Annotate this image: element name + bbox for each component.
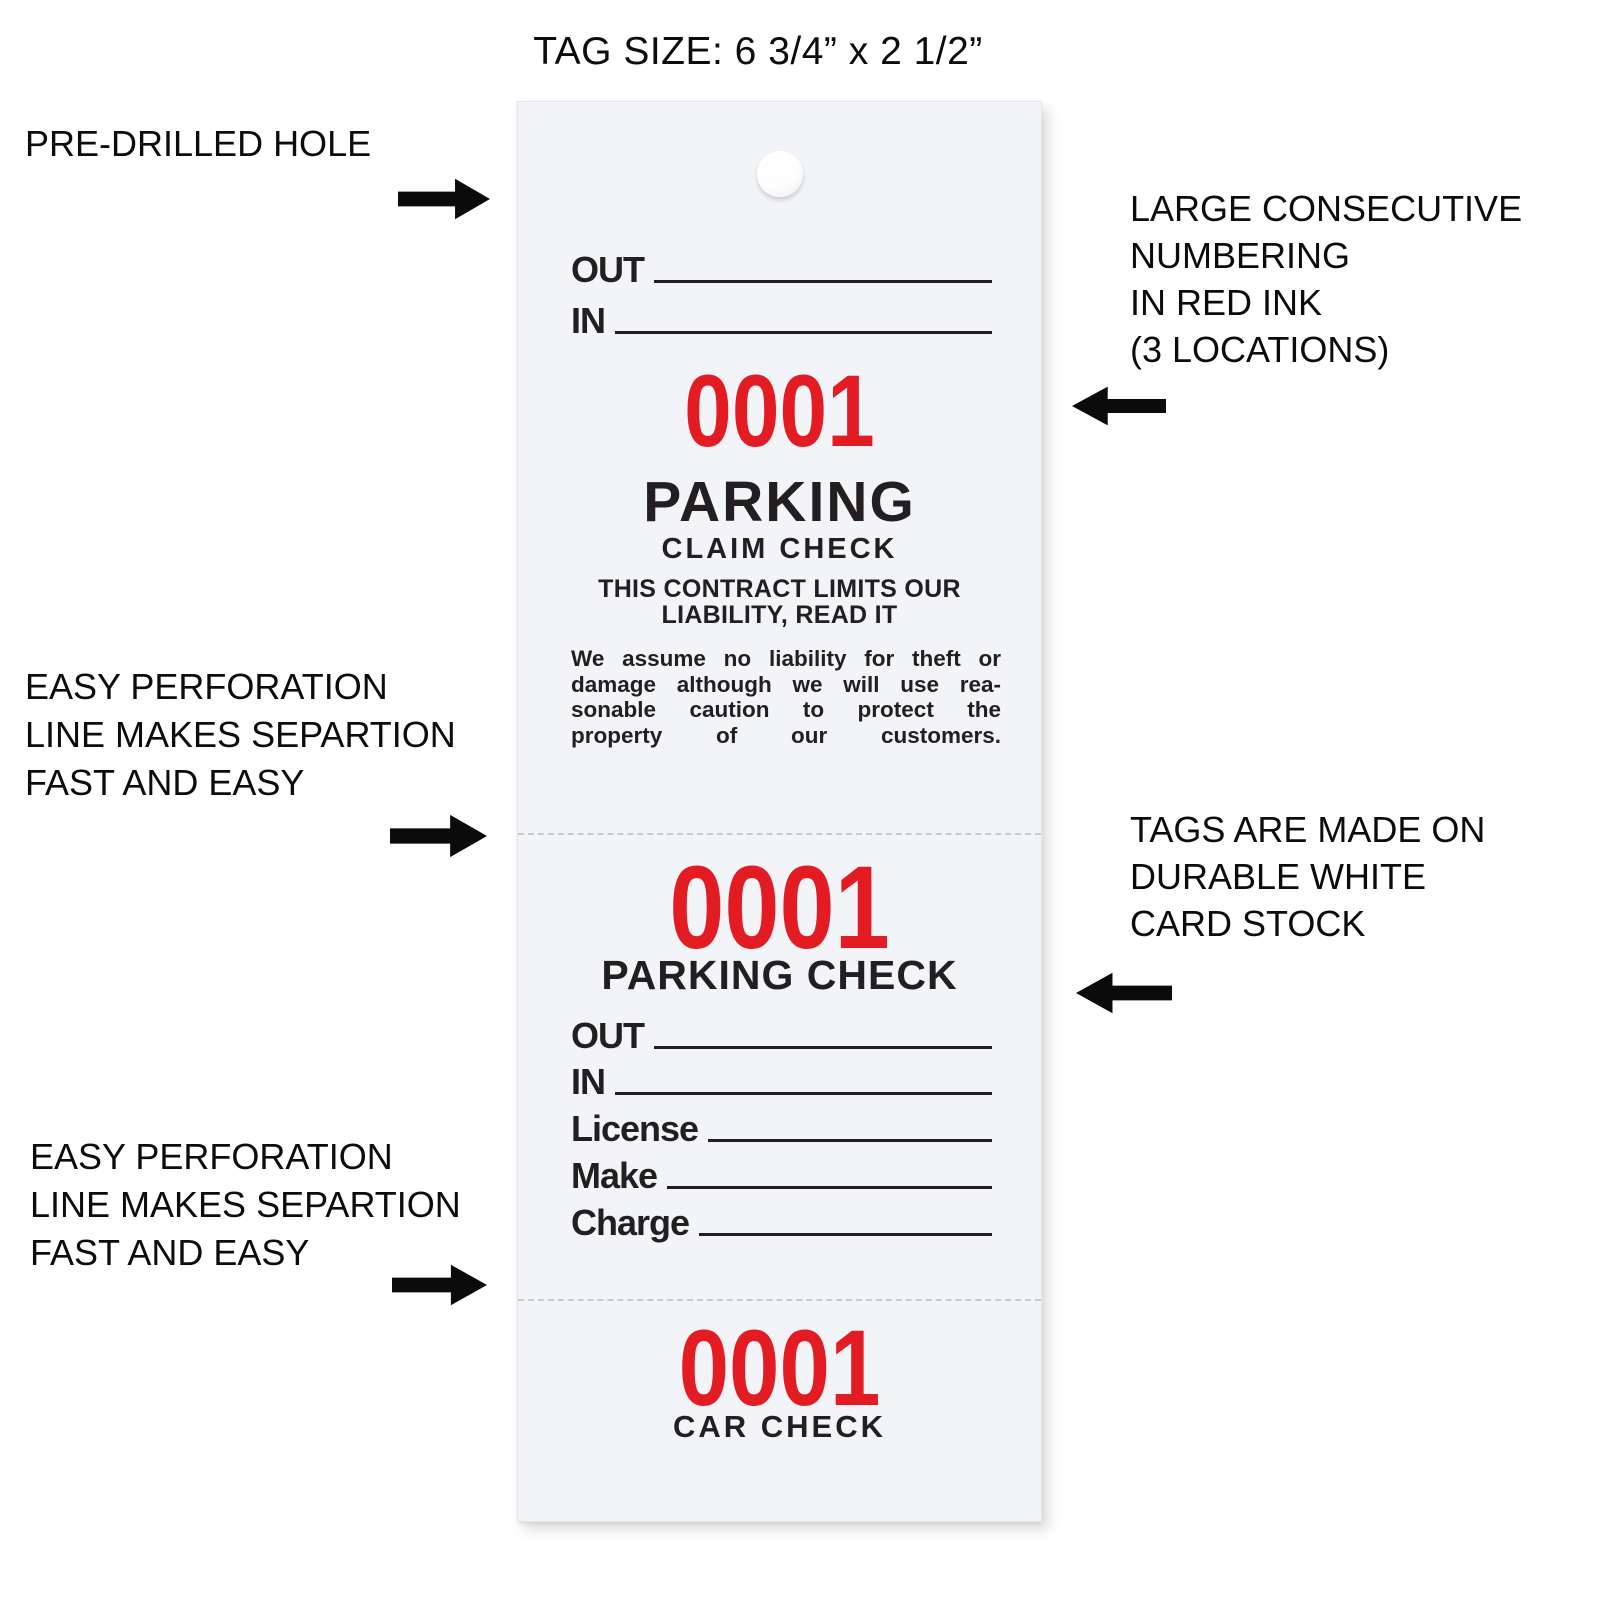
ticket-number: 0001: [684, 354, 875, 468]
callout-line: PRE-DRILLED HOLE: [25, 123, 372, 164]
callout-line: FAST AND EASY: [25, 762, 305, 803]
field-label-out: OUT: [571, 249, 645, 290]
write-in-line: [708, 1139, 992, 1142]
field-row-license: License: [571, 1108, 992, 1149]
field-label-in: IN: [571, 1061, 606, 1102]
field-label-charge: Charge: [571, 1202, 690, 1243]
arrow-left-icon: [1076, 970, 1172, 1016]
field-row-in: IN: [571, 300, 992, 341]
write-in-line: [654, 280, 992, 283]
callout-line: IN RED INK: [1130, 282, 1323, 323]
ticket-number: 0001: [669, 842, 890, 974]
field-row-make: Make: [571, 1155, 992, 1196]
page-title: TAG SIZE: 6 3/4” x 2 1/2”: [533, 30, 983, 73]
arrow-right-icon: [390, 814, 487, 858]
write-in-line: [615, 1092, 992, 1095]
paragraph-line: property of our customers.: [571, 722, 1001, 748]
liability-paragraph: We assume no liability for theft or dama…: [571, 646, 1001, 748]
ticket-number: 0001: [678, 1307, 881, 1428]
paragraph-line: We assume no liability for theft or: [571, 646, 1001, 671]
pre-drilled-hole: [756, 151, 803, 197]
field-row-in: IN: [571, 1061, 992, 1102]
paragraph-line: damage although we will use rea-: [571, 671, 1001, 697]
field-row-out: OUT: [571, 249, 992, 290]
write-in-line: [654, 1046, 992, 1049]
perforation-line: [518, 833, 1041, 835]
field-label-license: License: [571, 1108, 699, 1149]
callout-line: DURABLE WHITE: [1130, 856, 1427, 897]
write-in-line: [699, 1233, 992, 1236]
write-in-line: [615, 331, 992, 334]
stub-title-parking: PARKING: [643, 470, 916, 534]
perforation-line: [518, 1299, 1041, 1301]
callout-line: (3 LOCATIONS): [1130, 329, 1390, 370]
callout-pre-drilled-hole: PRE-DRILLED HOLE: [25, 120, 371, 167]
notice-line: THIS CONTRACT LIMITS OUR: [598, 575, 961, 603]
callout-perforation-top: EASY PERFORATION LINE MAKES SEPARTION FA…: [25, 663, 456, 807]
callout-line: CARD STOCK: [1130, 903, 1366, 944]
callout-line: LINE MAKES SEPARTION: [30, 1184, 461, 1225]
paragraph-line: sonable caution to protect the: [571, 697, 1001, 722]
arrow-left-icon: [1072, 384, 1166, 428]
field-row-out: OUT: [571, 1015, 992, 1056]
callout-line: NUMBERING: [1130, 235, 1351, 276]
callout-line: LARGE CONSECUTIVE: [1130, 188, 1523, 229]
callout-line: TAGS ARE MADE ON: [1130, 809, 1486, 850]
stub-subtitle-claim-check: CLAIM CHECK: [661, 533, 898, 565]
liability-notice: THIS CONTRACT LIMITS OUR LIABILITY, READ…: [518, 576, 1041, 628]
write-in-line: [667, 1186, 992, 1189]
callout-line: FAST AND EASY: [30, 1232, 310, 1273]
field-label-out: OUT: [571, 1015, 645, 1056]
callout-card-stock: TAGS ARE MADE ON DURABLE WHITE CARD STOC…: [1130, 806, 1485, 947]
callout-line: EASY PERFORATION: [30, 1136, 393, 1177]
arrow-right-icon: [398, 178, 490, 220]
callout-line: EASY PERFORATION: [25, 666, 388, 707]
callout-consecutive-numbering: LARGE CONSECUTIVE NUMBERING IN RED INK (…: [1130, 185, 1522, 373]
field-label-in: IN: [571, 300, 606, 341]
notice-line: LIABILITY, READ IT: [661, 601, 898, 629]
field-label-make: Make: [571, 1155, 658, 1196]
stub-title-parking-check: PARKING CHECK: [601, 952, 958, 998]
parking-tag: OUT IN 0001 PARKING CLAIM CHECK THIS CON…: [517, 101, 1042, 1522]
stub-title-car-check: CAR CHECK: [673, 1409, 886, 1444]
callout-perforation-bottom: EASY PERFORATION LINE MAKES SEPARTION FA…: [30, 1133, 461, 1277]
callout-line: LINE MAKES SEPARTION: [25, 714, 456, 755]
field-row-charge: Charge: [571, 1202, 992, 1243]
